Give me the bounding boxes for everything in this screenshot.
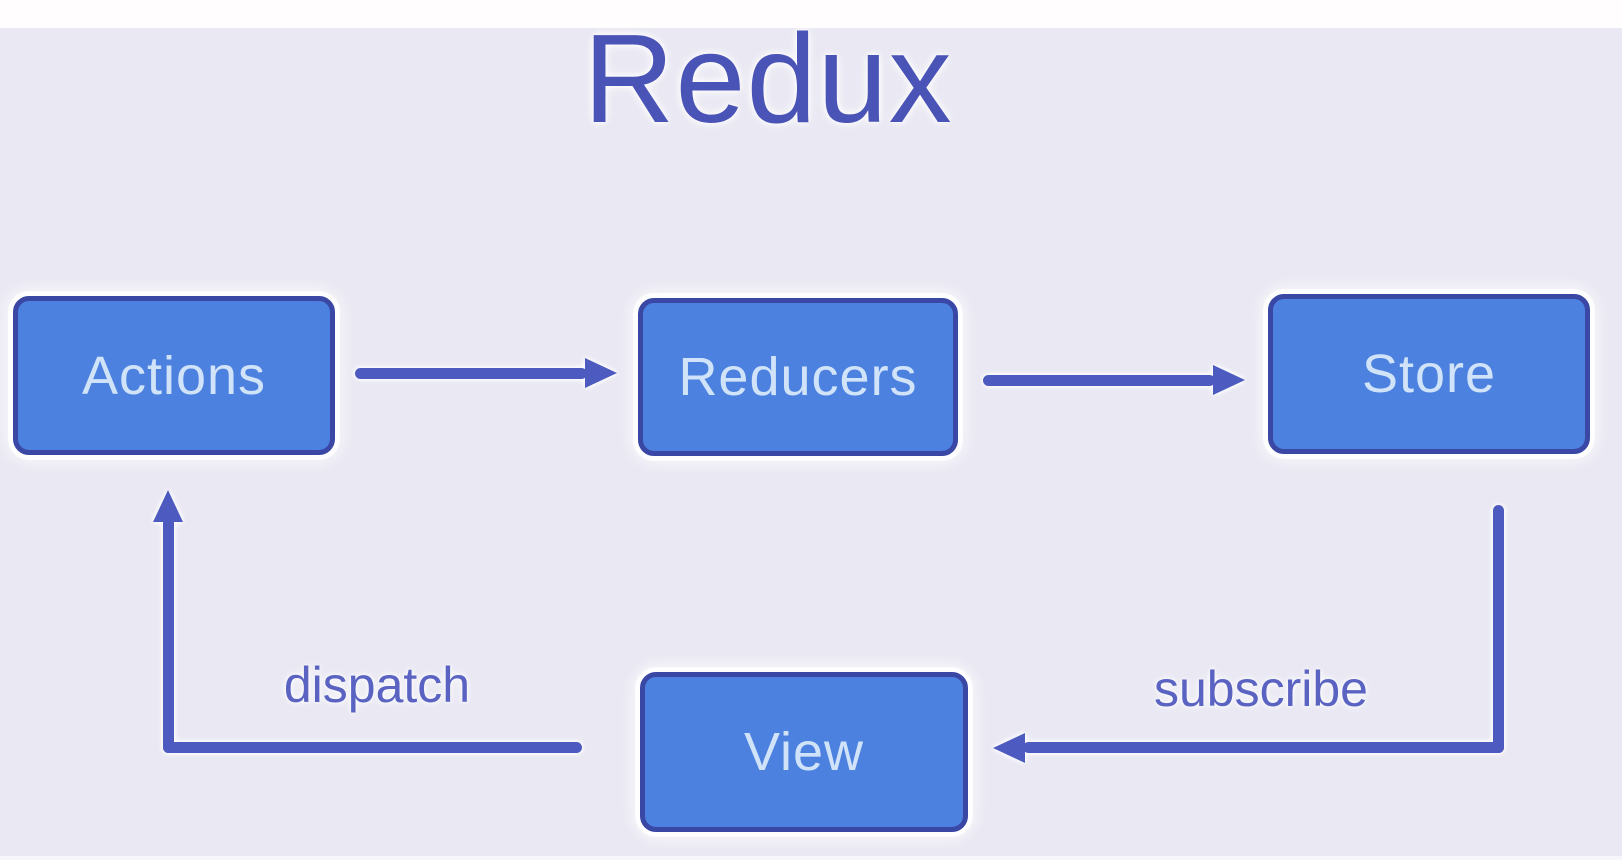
arrow-shaft [163,518,174,753]
arrowhead-up-icon [153,490,183,522]
arrow-shaft [355,368,587,379]
node-actions: Actions [13,296,335,455]
arrow-shaft [1023,742,1504,753]
bottom-white-strip [0,856,1622,860]
arrow-shaft [163,742,582,753]
node-view: View [640,672,968,832]
arrowhead-left-icon [993,733,1025,763]
top-white-strip [0,0,1622,28]
node-reducers: Reducers [638,298,958,456]
node-view-label: View [743,722,865,782]
arrow-shaft [1493,505,1504,753]
node-reducers-label: Reducers [678,347,918,407]
diagram-title: Redux [583,8,953,149]
edge-label-subscribe: subscribe [1154,661,1368,717]
arrowhead-right-icon [1213,365,1245,395]
edge-label-dispatch: dispatch [283,657,471,713]
node-store: Store [1268,294,1590,454]
node-actions-label: Actions [81,345,267,406]
arrow-shaft [983,375,1215,386]
arrowhead-right-icon [585,358,617,388]
node-store-label: Store [1361,344,1497,404]
